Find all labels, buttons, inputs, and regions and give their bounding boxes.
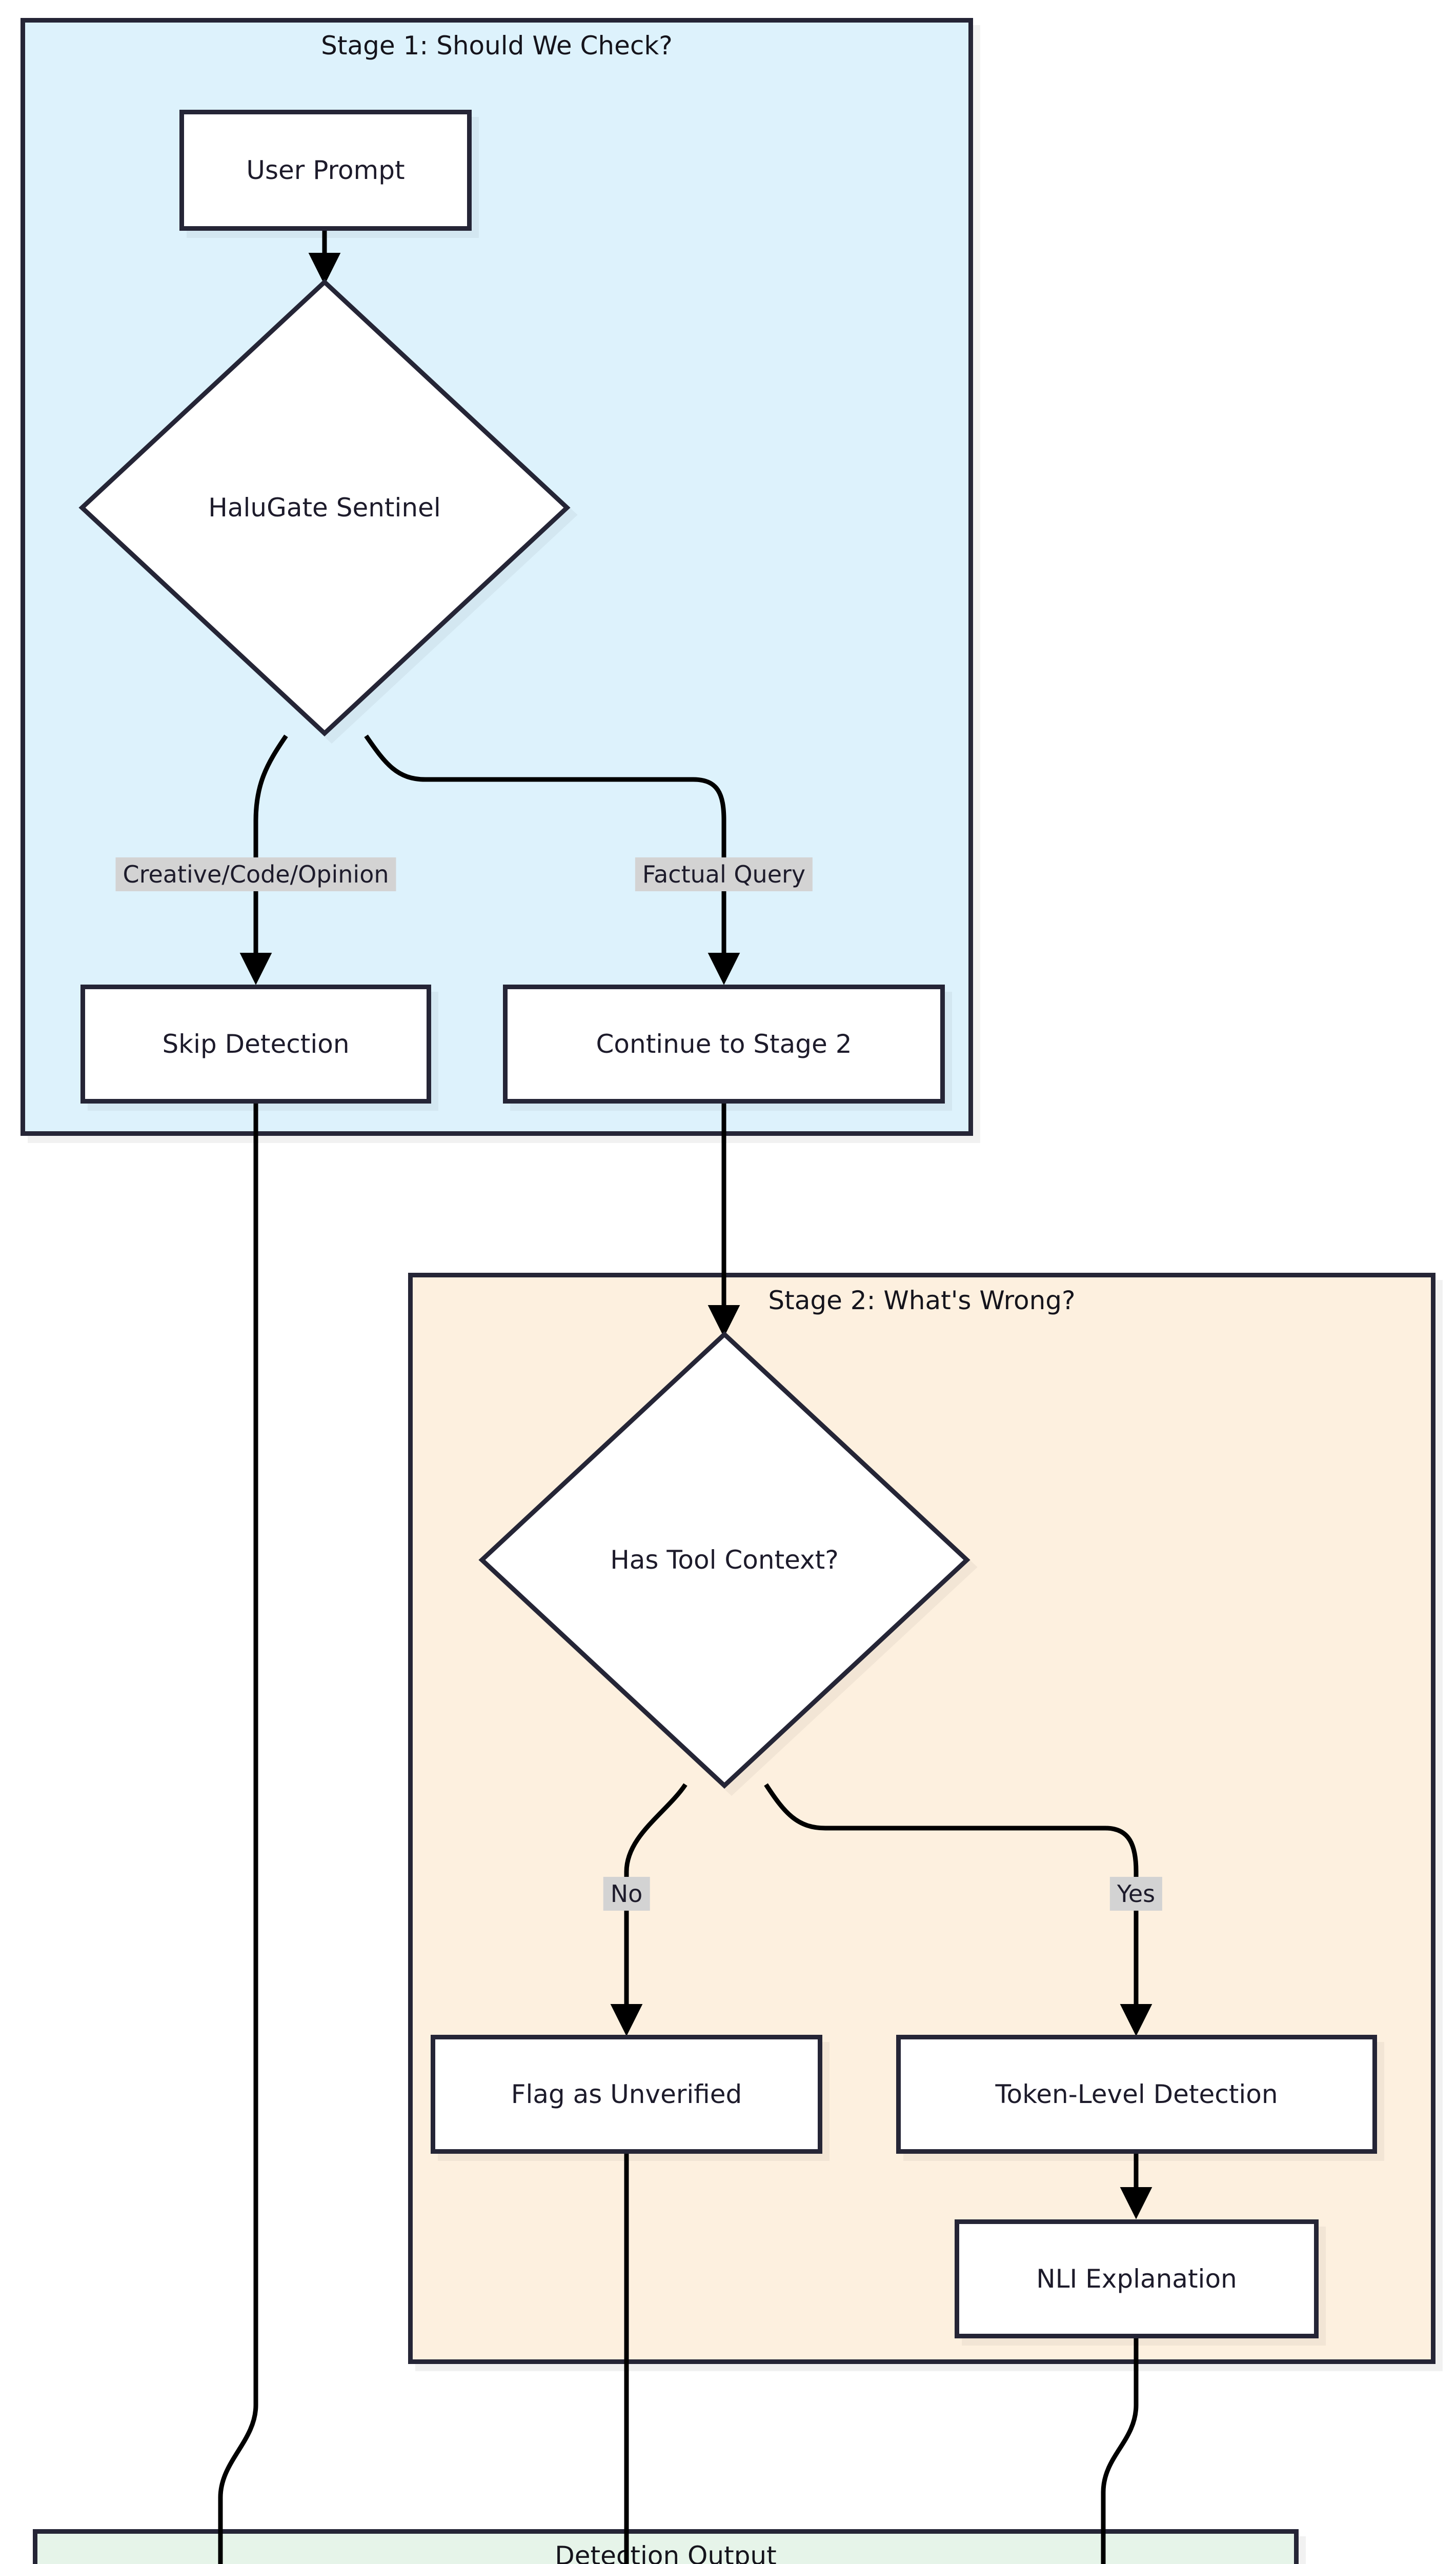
cluster-stage-2-title: Stage 2: What's Wrong? bbox=[768, 1286, 1076, 1315]
node-continue-to-stage-2[interactable]: Continue to Stage 2 bbox=[503, 985, 945, 1104]
edge-skip-to-pass-through bbox=[218, 1104, 258, 2564]
edge-label-creative-code-opinion: Creative/Code/Opinion bbox=[115, 857, 396, 891]
node-halugate-sentinel[interactable]: HaluGate Sentinel bbox=[77, 277, 572, 738]
node-token-level-detection[interactable]: Token-Level Detection bbox=[896, 2035, 1377, 2154]
cluster-detection-output-title: Detection Output bbox=[555, 2541, 777, 2564]
edge-label-yes: Yes bbox=[1109, 1877, 1163, 1911]
node-flag-as-unverified[interactable]: Flag as Unverified bbox=[431, 2035, 822, 2154]
cluster-stage-1-title: Stage 1: Should We Check? bbox=[321, 31, 673, 61]
node-nli-explanation[interactable]: NLI Explanation bbox=[955, 2219, 1319, 2338]
node-has-tool-context[interactable]: Has Tool Context? bbox=[477, 1329, 972, 1791]
node-user-prompt[interactable]: User Prompt bbox=[179, 110, 472, 231]
edge-label-factual-query: Factual Query bbox=[635, 857, 813, 891]
node-skip-detection[interactable]: Skip Detection bbox=[80, 985, 431, 1104]
edge-label-no: No bbox=[603, 1877, 650, 1911]
